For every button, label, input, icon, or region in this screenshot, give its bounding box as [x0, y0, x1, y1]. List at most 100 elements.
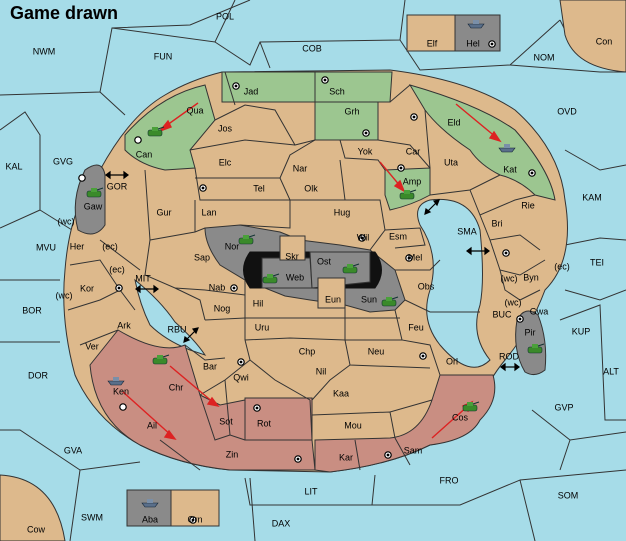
territory-Nar[interactable]: Nar: [293, 163, 308, 173]
territory-NWM[interactable]: NWM: [33, 46, 56, 56]
territory-Jos[interactable]: Jos: [218, 123, 233, 133]
territory-Elf[interactable]: Elf: [427, 38, 438, 48]
territory-Gwa[interactable]: Gwa: [530, 306, 549, 316]
territory-Sot[interactable]: Sot: [219, 416, 233, 426]
territory-Nog[interactable]: Nog: [214, 303, 231, 313]
territory-Hug[interactable]: Hug: [334, 207, 351, 217]
territory-RBU[interactable]: RBU: [167, 324, 186, 334]
territory-Cow[interactable]: Cow: [27, 524, 46, 534]
region-green-north-east: [408, 84, 556, 201]
territory-Yok[interactable]: Yok: [358, 146, 373, 156]
territory-Mou[interactable]: Mou: [344, 420, 362, 430]
territory-KAM[interactable]: KAM: [582, 192, 602, 202]
territory-Lan[interactable]: Lan: [201, 207, 216, 217]
territory-Skr[interactable]: Skr: [285, 251, 299, 261]
territory-BUC[interactable]: BUC: [492, 309, 512, 319]
territory-Mel[interactable]: Mel: [408, 252, 423, 262]
territory-Aba[interactable]: Aba: [142, 514, 158, 524]
territory-Nor[interactable]: Nor: [225, 241, 240, 251]
territory-Sun[interactable]: Sun: [361, 294, 377, 304]
region-red-south-east: [314, 374, 496, 473]
territory-Chr[interactable]: Chr: [169, 382, 184, 392]
territory-Kor[interactable]: Kor: [80, 283, 94, 293]
territory-Wil[interactable]: Wil: [357, 232, 370, 242]
territory-Eun[interactable]: Eun: [325, 294, 341, 304]
territory-Obs[interactable]: Obs: [418, 281, 435, 291]
territory-Sam[interactable]: Sam: [404, 445, 423, 455]
territory-Eld[interactable]: Eld: [447, 117, 460, 127]
territory-Zin[interactable]: Zin: [226, 449, 239, 459]
territory-Byn[interactable]: Byn: [523, 272, 539, 282]
territory-Grh[interactable]: Grh: [344, 106, 359, 116]
territory-ALT[interactable]: ALT: [603, 366, 619, 376]
territory-Elc[interactable]: Elc: [219, 157, 232, 167]
territory-COB[interactable]: COB: [302, 43, 322, 53]
territory-Pir-shape: [515, 310, 547, 376]
territory-Bar[interactable]: Bar: [203, 361, 217, 371]
territory-Olk[interactable]: Olk: [304, 183, 318, 193]
territory-LIT[interactable]: LIT: [304, 486, 318, 496]
territory-Hil[interactable]: Hil: [253, 298, 264, 308]
territory-SMA[interactable]: SMA: [457, 226, 477, 236]
territory-SOM[interactable]: SOM: [558, 490, 579, 500]
territory-Ost[interactable]: Ost: [317, 256, 332, 266]
territory-FUN[interactable]: FUN: [154, 51, 173, 61]
territory-Ken[interactable]: Ken: [113, 386, 129, 396]
territory-KUP[interactable]: KUP: [572, 326, 591, 336]
territory-FRO[interactable]: FRO: [440, 475, 459, 485]
territory-Uta[interactable]: Uta: [444, 157, 458, 167]
territory-DAX[interactable]: DAX: [272, 518, 291, 528]
territory-Kat[interactable]: Kat: [503, 164, 517, 174]
territory-ROD[interactable]: ROD: [499, 351, 520, 361]
territory-Orn[interactable]: Orn: [187, 514, 202, 524]
territory-Gur[interactable]: Gur: [156, 207, 171, 217]
territory-Web[interactable]: Web: [286, 272, 304, 282]
territory-Kaa[interactable]: Kaa: [333, 388, 349, 398]
territory-Qwi[interactable]: Qwi: [233, 372, 249, 382]
territory-Pir[interactable]: Pir: [525, 327, 536, 337]
territory-Car[interactable]: Car: [406, 146, 421, 156]
territory-Feu[interactable]: Feu: [408, 322, 424, 332]
territory-Ver[interactable]: Ver: [85, 341, 99, 351]
territory-Chp[interactable]: Chp: [299, 346, 316, 356]
territory-GOR[interactable]: GOR: [107, 181, 128, 191]
territory-Sch[interactable]: Sch: [329, 86, 345, 96]
territory-Amp[interactable]: Amp: [403, 176, 422, 186]
territory-Esm[interactable]: Esm: [389, 231, 407, 241]
fleet-unit-icon: [467, 20, 485, 29]
territory-Ail[interactable]: Ail: [147, 420, 157, 430]
territory-GVG[interactable]: GVG: [53, 156, 73, 166]
territory-Qua[interactable]: Qua: [186, 105, 203, 115]
territory-Can[interactable]: Can: [136, 149, 153, 159]
territory-MVU[interactable]: MVU: [36, 242, 56, 252]
territory-Rie[interactable]: Rie: [521, 200, 535, 210]
territory-Nab[interactable]: Nab: [209, 282, 226, 292]
territory-GVP[interactable]: GVP: [554, 402, 573, 412]
territory-Rot[interactable]: Rot: [257, 418, 272, 428]
territory-NOM[interactable]: NOM: [534, 52, 555, 62]
territory-GVA[interactable]: GVA: [64, 445, 82, 455]
territory-MIT[interactable]: MIT: [135, 273, 151, 283]
territory-Ark[interactable]: Ark: [117, 320, 131, 330]
territory-KAL[interactable]: KAL: [5, 161, 22, 171]
territory-Neu[interactable]: Neu: [368, 346, 385, 356]
territory-Her[interactable]: Her: [70, 241, 85, 251]
territory-Hel[interactable]: Hel: [466, 38, 480, 48]
territory-TEI[interactable]: TEI: [590, 257, 604, 267]
territory-Tel[interactable]: Tel: [253, 183, 265, 193]
territory-Uru[interactable]: Uru: [255, 322, 270, 332]
territory-Jad[interactable]: Jad: [244, 86, 259, 96]
territory-Bri[interactable]: Bri: [492, 218, 503, 228]
territory-BOR[interactable]: BOR: [22, 305, 42, 315]
territory-OVD[interactable]: OVD: [557, 106, 577, 116]
territory-Kar[interactable]: Kar: [339, 452, 353, 462]
territory-SWM[interactable]: SWM: [81, 512, 103, 522]
territory-Nil[interactable]: Nil: [316, 366, 327, 376]
territory-Con[interactable]: Con: [596, 36, 613, 46]
territory-Cos[interactable]: Cos: [452, 412, 469, 422]
territory-Orl[interactable]: Orl: [446, 356, 458, 366]
territory-POL[interactable]: POL: [216, 11, 234, 21]
territory-Gaw[interactable]: Gaw: [84, 201, 103, 211]
territory-DOR[interactable]: DOR: [28, 370, 49, 380]
territory-Sap[interactable]: Sap: [194, 252, 210, 262]
